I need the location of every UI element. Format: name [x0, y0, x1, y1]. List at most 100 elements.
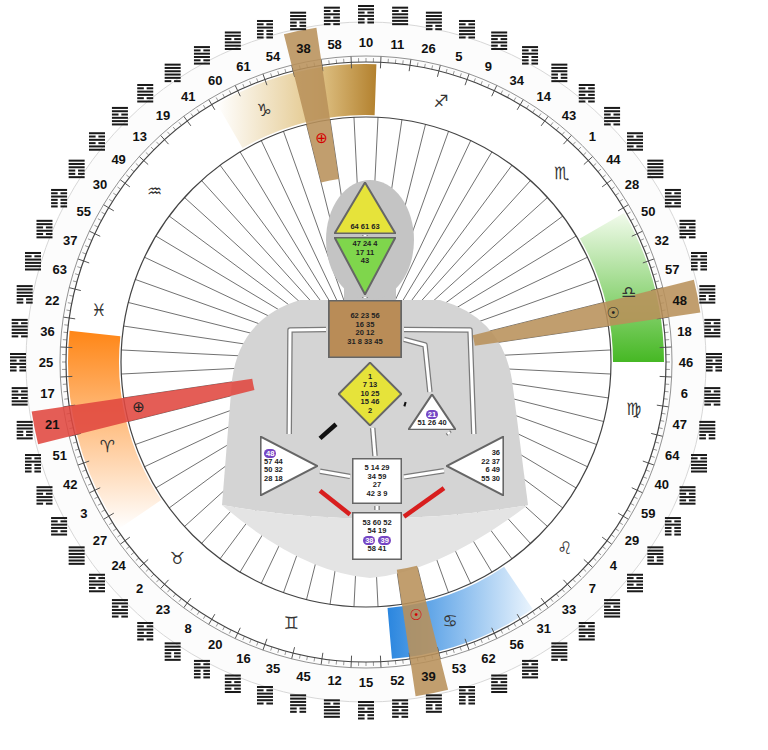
zodiac-sign: ♒: [147, 181, 162, 201]
hexagram-glyph: [89, 132, 105, 151]
degree-tick: [593, 163, 596, 166]
gate-number: 10: [359, 35, 373, 50]
hexagram-glyph: [225, 31, 241, 49]
gate-number: 53 60 52: [362, 519, 391, 528]
gate-number: 49: [111, 151, 125, 166]
degree-tick: [113, 193, 116, 195]
channel-line: [404, 339, 430, 392]
degree-tick: [62, 362, 66, 363]
gate-number: 58: [327, 36, 341, 51]
degree-tick: [556, 127, 559, 130]
gate-number: 33: [562, 602, 576, 617]
gate-number: 55 30: [481, 475, 500, 484]
gate-number: 34 59: [368, 473, 387, 482]
center-gates: 5 14 2934 592742 3 9: [352, 458, 402, 504]
degree-tick: [197, 109, 199, 112]
degree-tick: [94, 225, 98, 227]
degree-tick: [556, 594, 559, 597]
sacral-center: 5 14 2934 592742 3 9: [352, 458, 402, 504]
gate-number: 6 49: [485, 466, 500, 475]
gate-number: 7: [589, 581, 596, 596]
gate-strips: [32, 28, 701, 697]
gate-spoke: [220, 165, 330, 314]
gate-row: 20 12: [347, 329, 382, 338]
outer-disc: [26, 22, 706, 702]
gate-number: 57: [665, 262, 679, 277]
hexagram-glyph: [290, 694, 306, 713]
gate-row: 47 24 4: [352, 240, 377, 249]
gate-list: 4857 4450 3228 18: [264, 449, 283, 484]
channel-line: [404, 329, 474, 434]
zodiac-sign: ♌: [557, 538, 572, 558]
solar-plexus-center: 3622 376 4955 30: [446, 436, 504, 496]
channel-line: [320, 491, 350, 515]
degree-tick: [191, 113, 193, 116]
degree-tick: [627, 510, 630, 512]
gate-number: 54 19: [368, 527, 387, 536]
hexagram-glyph: [551, 64, 567, 83]
gate-number: 21: [426, 410, 438, 419]
degree-tick: [603, 175, 606, 177]
degree-tick: [583, 152, 586, 155]
gate-number: 10 25: [361, 390, 380, 399]
gate-number: 64 61 63: [350, 223, 379, 232]
gate-number: 25: [39, 355, 53, 370]
hexagram-glyph: [706, 353, 722, 372]
gate-row: 54 19: [362, 527, 391, 536]
center-gates: 4857 4450 3228 18: [260, 436, 318, 496]
gate-row: 2: [361, 407, 380, 416]
hexagram-glyph: [579, 622, 595, 641]
gate-row: 1: [361, 373, 380, 382]
gate-row: 5 14 29: [364, 464, 389, 473]
degree-tick: [501, 630, 503, 634]
gate-number: 45: [296, 668, 310, 683]
gate-list: 3622 376 4955 30: [481, 449, 500, 483]
degree-tick: [611, 535, 614, 537]
hexagram-glyph: [194, 660, 210, 679]
gate-row: 7 13: [361, 381, 380, 390]
gate-number: 29: [625, 532, 639, 547]
degree-tick: [257, 642, 258, 646]
gate-row: 42 3 9: [364, 490, 389, 499]
gate-number: 13: [132, 128, 146, 143]
gate-number: 22: [45, 292, 59, 307]
gate-number: 42: [63, 477, 77, 492]
hexagram-glyph: [699, 421, 715, 440]
gate-number: 38: [296, 41, 310, 56]
gate-list: 5 14 2934 592742 3 9: [364, 464, 389, 498]
gate-row: 17 11: [352, 249, 377, 258]
gate-number: 18: [677, 323, 691, 338]
gate-number: 2: [368, 407, 372, 416]
degree-tick: [634, 225, 638, 227]
degree-tick: [643, 246, 647, 248]
hexagram-glyph: [17, 421, 33, 440]
zodiac-band: [580, 213, 664, 362]
degree-tick: [250, 639, 252, 643]
channel-line: [373, 428, 375, 456]
hexagram-glyph: [522, 46, 538, 65]
head-silhouette: [326, 180, 414, 300]
hexagram-glyph: [290, 12, 306, 31]
gate-spokes: [121, 117, 610, 606]
hexagram-glyph: [491, 31, 507, 49]
degree-tick: [98, 219, 102, 221]
degree-tick: [191, 607, 193, 610]
hexagram-glyph: [704, 319, 720, 338]
root-center: 53 60 5254 19383958 41: [352, 512, 402, 560]
gate-row: 36: [481, 449, 500, 458]
degree-tick: [615, 193, 618, 195]
center-gates: 53 60 5254 19383958 41: [352, 512, 402, 560]
hexagram-glyph: [137, 622, 153, 641]
hexagram-glyph: [358, 5, 374, 24]
gate-number: 27: [93, 532, 107, 547]
degree-tick: [250, 81, 252, 85]
degree-tick: [179, 599, 181, 602]
degree-tick: [131, 169, 134, 172]
center-gates: 64 61 63: [334, 182, 396, 234]
gate-number: 5: [455, 48, 462, 63]
hexagram-glyph: [551, 642, 567, 661]
channel-line: [404, 488, 444, 517]
zodiac-sign: ♈: [100, 436, 115, 456]
gate-number: 1: [368, 373, 372, 382]
gate-number: 63: [53, 262, 67, 277]
